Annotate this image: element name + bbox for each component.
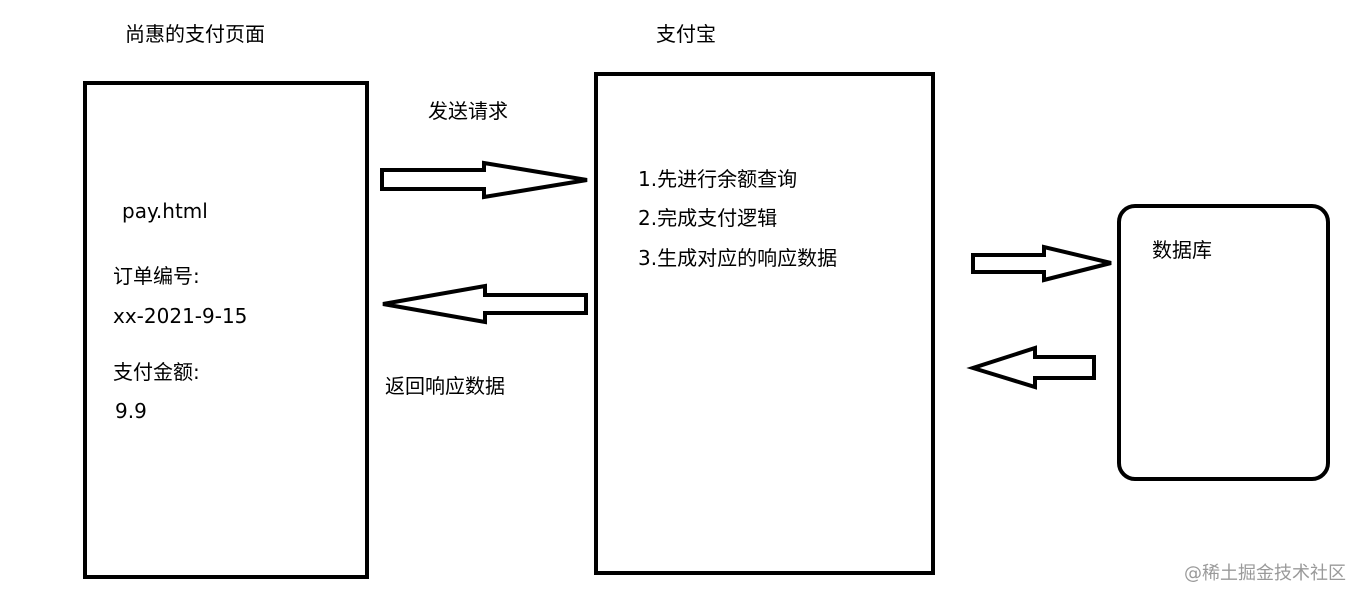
response-arrow [382,283,588,325]
page-file-name: pay.html [122,199,208,223]
step-3: 3.生成对应的响应数据 [638,246,838,270]
from-database-arrow [966,345,1096,390]
amount-value: 9.9 [115,399,147,423]
database-box [1117,204,1330,481]
step-1: 1.先进行余额查询 [638,167,798,191]
order-number-label: 订单编号: [113,264,200,288]
step-2: 2.完成支付逻辑 [638,206,778,230]
watermark-text: @稀土掘金技术社区 [1184,563,1346,584]
alipay-box [594,72,935,575]
to-database-arrow [971,244,1112,283]
return-response-label: 返回响应数据 [385,374,505,398]
left-title: 尚惠的支付页面 [125,22,265,46]
amount-label: 支付金额: [113,360,200,384]
database-label: 数据库 [1152,238,1212,262]
send-request-label: 发送请求 [428,99,508,123]
payment-page-box [83,81,369,579]
order-number-value: xx-2021-9-15 [113,304,248,328]
request-arrow [380,160,588,200]
middle-title: 支付宝 [656,22,716,46]
